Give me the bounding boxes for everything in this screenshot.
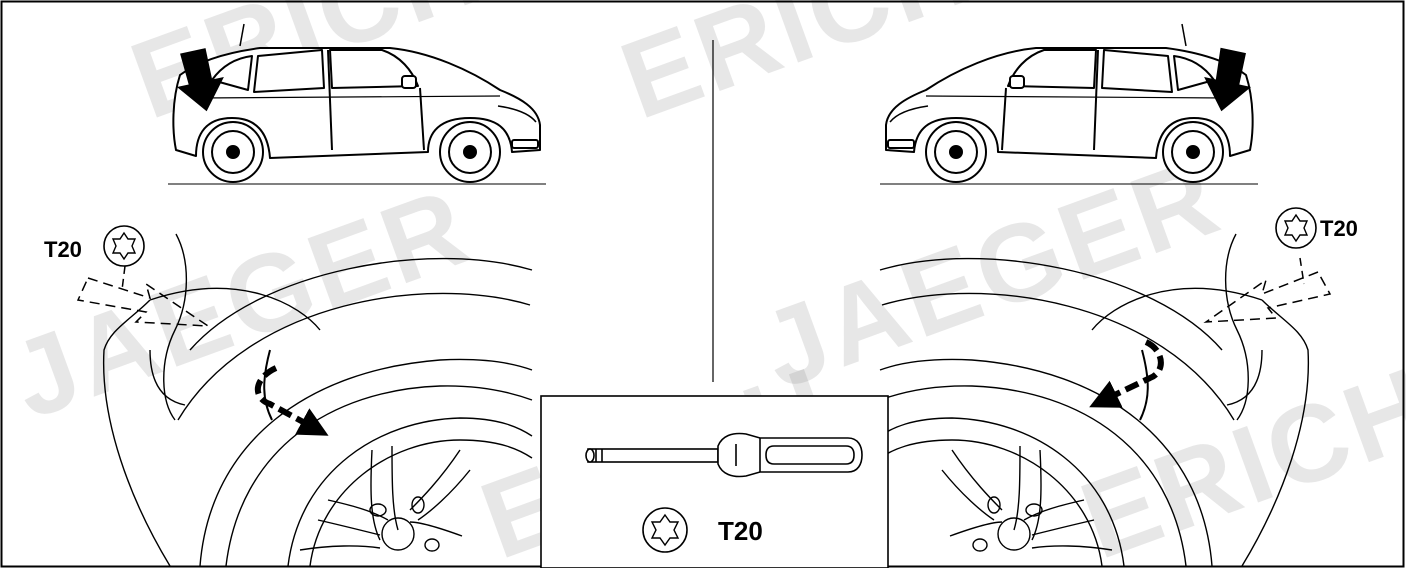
screwdriver-icon (585, 432, 863, 478)
tool-torx-label: T20 (718, 516, 763, 546)
left-clip-path-arrow (255, 365, 329, 436)
left-outline-arrow (76, 277, 211, 327)
car-rear-left-view-icon (168, 23, 546, 185)
left-torx-label: T20 (44, 237, 82, 262)
left-wheel-arch-detail (102, 233, 533, 567)
tool-torx-star-icon (642, 507, 688, 553)
right-torx-star-icon (1275, 207, 1317, 249)
right-wheel-arch-detail (879, 233, 1310, 567)
right-car-location-arrow (1204, 47, 1252, 112)
right-outline-arrow (1203, 271, 1332, 323)
watermark-jaeger-1: JAEGER (0, 164, 486, 443)
tool-box: T20 (540, 395, 889, 568)
right-clip-path-arrow (1089, 339, 1164, 408)
left-car-location-arrow (176, 48, 224, 112)
watermark-jaeger-2: JAEGER (746, 134, 1236, 413)
tool-box-frame (540, 395, 889, 568)
right-torx-label: T20 (1320, 216, 1358, 241)
car-rear-right-view-icon (880, 23, 1258, 185)
left-torx-star-icon (103, 225, 145, 267)
